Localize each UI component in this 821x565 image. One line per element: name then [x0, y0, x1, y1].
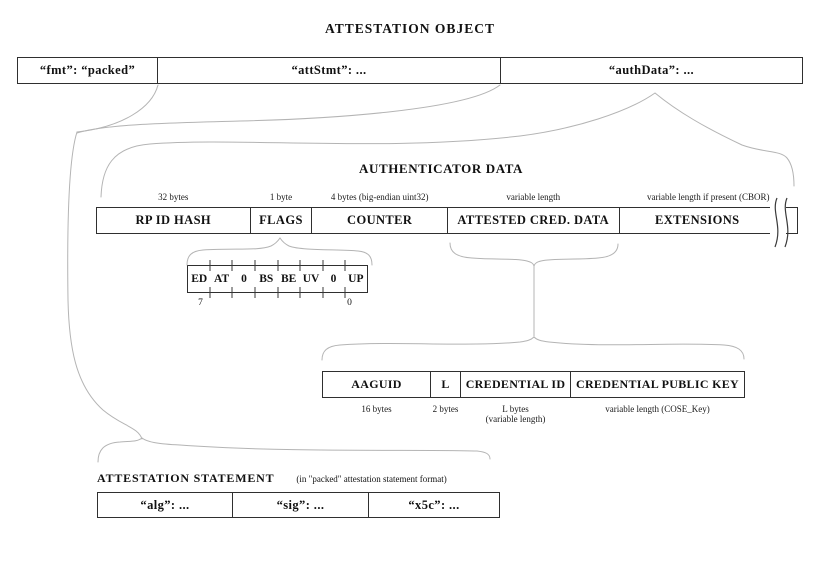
connector-attstmt-right [76, 84, 501, 134]
alg-label: “alg”: ... [140, 497, 190, 512]
attstmt-label: “attStmt”: ... [291, 63, 367, 77]
fmt-cell: “fmt”: “packed” [18, 58, 158, 83]
sig-label: “sig”: ... [276, 497, 325, 512]
fmt-label: “fmt”: “packed” [39, 63, 136, 77]
authdata-cell: “authData”: ... [501, 58, 802, 83]
connector-attstmt-left [76, 84, 159, 133]
flags-cell: 1 byte FLAGS [251, 192, 313, 233]
counter-label: COUNTER [347, 213, 413, 227]
bit-rfu-0: 0 [330, 273, 337, 285]
length-cell: 2 bytes L [431, 372, 461, 414]
bit-bs: BS [259, 273, 274, 285]
credential-id-size-line1: L bytes [502, 404, 529, 414]
bit-index-lsb: 0 [347, 298, 352, 308]
attstmt-cell: “attStmt”: ... [158, 58, 501, 83]
extensions-label: EXTENSIONS [654, 213, 740, 227]
x5c-label: “x5c”: ... [408, 497, 460, 512]
flags-label: FLAGS [259, 213, 303, 227]
authdata-label: “authData”: ... [608, 63, 695, 77]
credential-public-key-cell: variable length (COSE_Key) CREDENTIAL PU… [571, 372, 744, 414]
bit-be: BE [281, 273, 297, 285]
attested-cred-data-label: ATTESTED CRED. DATA [457, 213, 610, 227]
bit-index-msb: 7 [198, 298, 203, 308]
credential-public-key-size: variable length (COSE_Key) [605, 404, 710, 414]
counter-size: 4 bytes (big-endian uint32) [330, 192, 429, 202]
credential-id-cell: L bytes (variable length) CREDENTIAL ID [461, 372, 571, 424]
bit-ed: ED [191, 273, 208, 285]
rp-id-hash-size: 32 bytes [158, 192, 189, 202]
brace-attested-cred-spread [321, 336, 745, 361]
extensions-cell: variable length if present (CBOR) EXTENS… [620, 192, 797, 233]
attested-credential-data-row: 16 bytes AAGUID 2 bytes L L bytes (varia… [322, 371, 745, 424]
attestation-object-row: “fmt”: “packed” “attStmt”: ... “authData… [17, 57, 803, 84]
authenticator-data-row: 32 bytes RP ID HASH 1 byte FLAGS 4 bytes… [96, 192, 798, 234]
credential-id-label: CREDENTIAL ID [465, 377, 566, 391]
attestation-statement-heading: ATTESTATION STATEMENT (in "packed" attes… [97, 471, 447, 486]
bit-up: UP [348, 273, 364, 285]
bit-at: AT [214, 273, 230, 285]
attestation-statement-row: “alg”: ... “sig”: ... “x5c”: ... [97, 492, 500, 518]
credential-id-size: L bytes (variable length) [486, 404, 546, 424]
flags-size: 1 byte [269, 192, 293, 202]
authenticator-data-title: AUTHENTICATOR DATA [358, 161, 524, 176]
counter-cell: 4 bytes (big-endian uint32) COUNTER [312, 192, 448, 233]
rp-id-hash-label: RP ID HASH [135, 213, 212, 227]
aaguid-label: AAGUID [351, 377, 402, 391]
credential-id-size-line2: (variable length) [485, 414, 546, 424]
rp-id-hash-cell: 32 bytes RP ID HASH [97, 192, 251, 233]
attestation-statement-subtitle: (in "packed" attestation statement forma… [296, 474, 447, 484]
attestation-statement-title: ATTESTATION STATEMENT [97, 471, 275, 485]
flags-bits-row: ED AT 0 BS BE UV 0 UP [187, 265, 368, 293]
length-size: 2 bytes [432, 404, 459, 414]
credential-public-key-label: CREDENTIAL PUBLIC KEY [576, 377, 739, 391]
attested-cred-data-size: variable length [506, 192, 561, 202]
bit-uv: UV [302, 273, 320, 285]
brace-flags [186, 237, 373, 266]
page-title: ATTESTATION OBJECT [325, 21, 495, 36]
aaguid-size: 16 bytes [361, 404, 392, 414]
bit-rfu-1: 0 [241, 273, 247, 285]
length-label: L [441, 377, 450, 391]
alg-cell: “alg”: ... [98, 493, 233, 517]
connector-attstmt-stem [67, 131, 143, 440]
attested-cred-data-cell: variable length ATTESTED CRED. DATA [448, 192, 620, 233]
sig-cell: “sig”: ... [233, 493, 369, 517]
funnel-attested-cred-top [449, 242, 619, 268]
aaguid-cell: 16 bytes AAGUID [323, 372, 431, 414]
brace-authdata-section [100, 92, 795, 198]
extensions-size: variable length if present (CBOR) [647, 192, 770, 202]
brace-attestation-statement [97, 437, 491, 463]
x5c-cell: “x5c”: ... [369, 493, 499, 517]
